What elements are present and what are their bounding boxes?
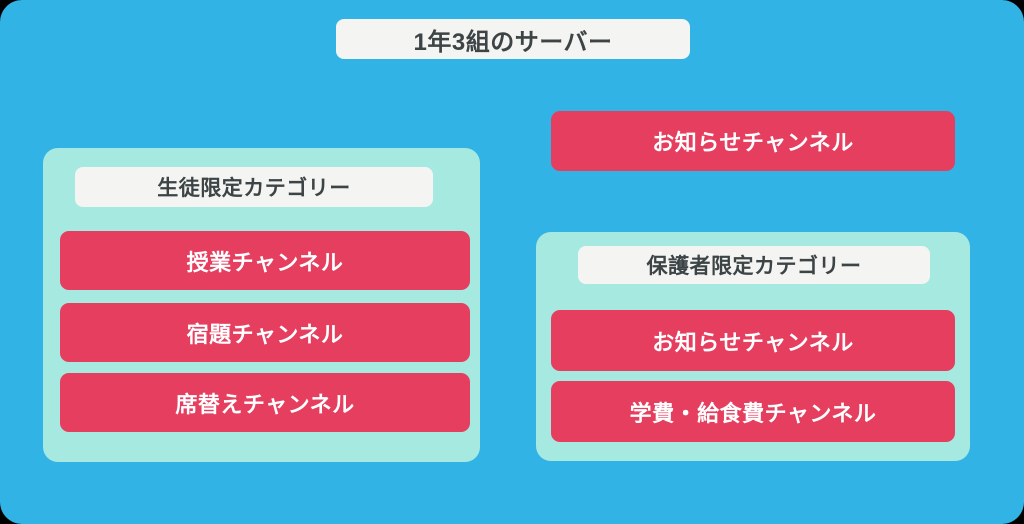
category-header-students: 生徒限定カテゴリー xyxy=(75,167,433,207)
channel-button-lesson[interactable]: 授業チャンネル xyxy=(60,231,470,290)
server-title: 1年3組のサーバー xyxy=(336,19,690,59)
channel-button-announcement-guardians[interactable]: お知らせチャンネル xyxy=(551,310,955,371)
channel-button-seat-change[interactable]: 席替えチャンネル xyxy=(60,373,470,432)
channel-button-tuition-meal-fee[interactable]: 学費・給食費チャンネル xyxy=(551,381,955,442)
channel-button-announcement-server[interactable]: お知らせチャンネル xyxy=(551,111,955,171)
category-header-guardians: 保護者限定カテゴリー xyxy=(578,246,930,284)
channel-button-homework[interactable]: 宿題チャンネル xyxy=(60,303,470,362)
